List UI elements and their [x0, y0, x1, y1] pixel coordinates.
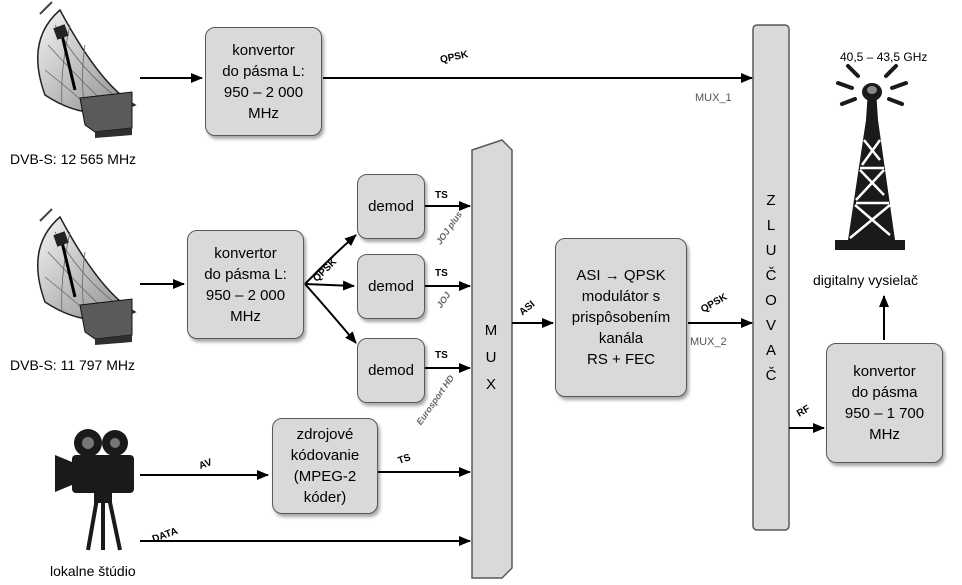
arrow-split-demod3 — [304, 283, 357, 344]
mux-letter: X — [485, 376, 496, 393]
arrow-split-demod2 — [304, 280, 355, 291]
qpsk-modulator: ASI → QPSK modulátor s prispôsobením kan… — [555, 238, 687, 397]
movie-camera-icon — [55, 429, 134, 551]
mux-letter: U — [485, 349, 497, 366]
combiner-letter: L — [766, 217, 776, 234]
converter-l-band-mid: konvertor do pásma L: 950 – 2 000 MHz — [187, 230, 304, 339]
label-mux1: MUX_1 — [695, 92, 732, 104]
combiner-block — [752, 24, 790, 531]
combiner-letter: U — [765, 242, 777, 259]
label-ts-3: TS — [435, 350, 448, 361]
label-ts-2: TS — [435, 268, 448, 279]
arrow-split-demod1 — [304, 234, 357, 285]
converter-output: konvertor do pásma 950 – 1 700 MHz — [826, 343, 943, 463]
combiner-letter: Č — [765, 367, 777, 384]
connections — [140, 73, 889, 546]
tower-caption: digitalny vysielač — [813, 272, 919, 288]
demod-box-1: demod — [357, 174, 425, 239]
studio-caption: lokalne štúdio — [50, 563, 136, 579]
combiner-letter: Z — [766, 192, 776, 209]
combiner-letter: A — [765, 342, 776, 359]
satellite-dish-icon — [37, 208, 137, 345]
combiner-letter: O — [765, 292, 777, 309]
satellite-dish-icon — [37, 1, 137, 138]
label-ts-1: TS — [435, 190, 448, 201]
source-encoder: zdrojové kódovanie (MPEG-2 kóder) — [272, 418, 378, 514]
mux-letter: M — [484, 322, 498, 339]
mux-block — [471, 139, 513, 579]
transmitter-tower-icon — [835, 64, 908, 250]
frequency-range: 40,5 – 43,5 GHz — [840, 50, 928, 64]
dish2-caption: DVB-S: 11 797 MHz — [10, 357, 136, 373]
combiner-letter: V — [765, 317, 776, 334]
demod-box-2: demod — [357, 254, 425, 319]
label-mux2: MUX_2 — [690, 336, 727, 348]
converter-l-band-top: konvertor do pásma L: 950 – 2 000 MHz — [205, 27, 322, 136]
dish1-caption: DVB-S: 12 565 MHz — [10, 151, 137, 167]
combiner-letter: Č — [765, 267, 777, 284]
demod-box-3: demod — [357, 338, 425, 403]
